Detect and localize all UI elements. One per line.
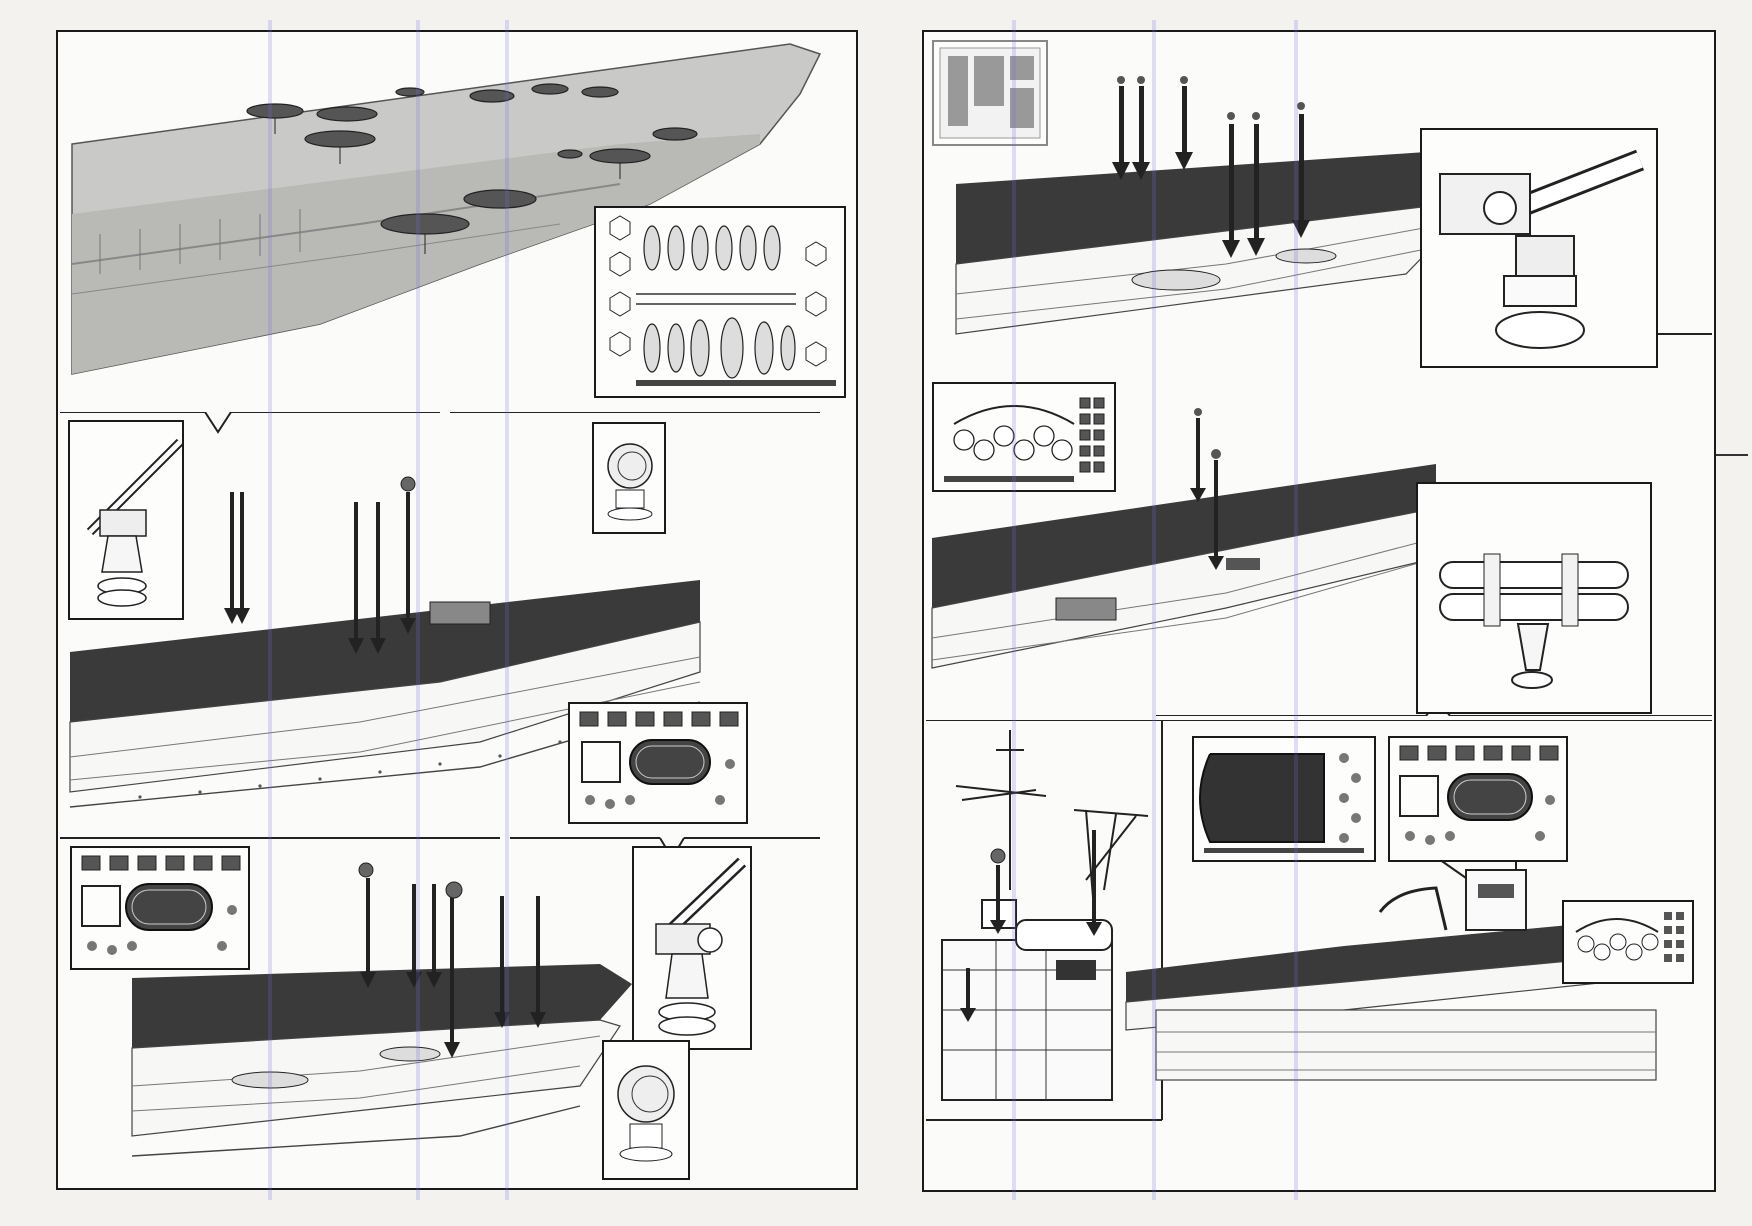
rocket-parts-sprue <box>932 382 1116 492</box>
rocket-launcher-icon <box>1439 553 1629 689</box>
mast-icon <box>955 730 1047 890</box>
lifeboat-icon <box>316 106 378 122</box>
right-page <box>876 0 1752 1226</box>
scan-artifact <box>1152 20 1156 1200</box>
searchlight-icon <box>990 848 1006 864</box>
down-arrow-icon <box>1247 124 1265 256</box>
hexagon-icon <box>609 291 631 317</box>
searchlight-icon <box>607 443 653 521</box>
aa-gun-icon <box>1439 149 1645 349</box>
down-arrow-icon <box>494 896 510 1028</box>
down-arrow-icon <box>1132 86 1150 180</box>
flight-deck <box>1126 916 1666 1002</box>
searchlight-detail <box>592 422 666 534</box>
boats-parts-sprue <box>594 206 846 398</box>
aa-gun-detail <box>68 420 184 620</box>
scan-artifact <box>1012 20 1016 1200</box>
searchlight-icon <box>400 476 416 492</box>
scan-artifact <box>416 20 420 1200</box>
lifeboat-icon <box>531 83 569 95</box>
island-rocket-parts-sprue <box>1562 900 1694 984</box>
down-arrow-icon <box>990 865 1006 934</box>
lifeboat-icon <box>469 89 515 103</box>
island-gun-parts-sprue <box>1388 736 1568 862</box>
panel-boats <box>60 34 854 408</box>
flight-deck <box>932 464 1436 608</box>
hexagon-icon <box>609 331 631 357</box>
left-page <box>56 30 858 1190</box>
hexagon-icon <box>805 291 827 317</box>
down-arrow-icon <box>444 896 460 1058</box>
panel-port-guns <box>60 412 854 832</box>
searchlight-icon <box>617 1065 675 1162</box>
starboard-gun-parts-sprue <box>70 846 250 970</box>
scan-artifact <box>505 20 509 1200</box>
hexagon-icon <box>609 215 631 241</box>
lifeboat-icon <box>463 189 537 209</box>
down-arrow-icon <box>426 884 442 988</box>
down-arrow-icon <box>400 492 416 634</box>
port-gun-parts-sprue <box>568 702 748 824</box>
down-arrow-icon <box>406 884 422 988</box>
panel-rocket-launchers <box>926 378 1712 716</box>
scan-artifact <box>1294 20 1298 1200</box>
down-arrow-icon <box>1086 830 1102 936</box>
deck-parts-sprue <box>1192 736 1376 862</box>
down-arrow-icon <box>960 968 976 1022</box>
page-margin-mark <box>1716 454 1748 456</box>
lifeboat-icon <box>581 86 619 98</box>
scan-artifact <box>268 20 272 1200</box>
down-arrow-icon <box>1112 86 1130 180</box>
down-arrow-icon <box>1175 86 1193 170</box>
aa-gun-large-detail <box>1420 128 1658 368</box>
hexagon-icon <box>805 341 827 367</box>
down-arrow-icon <box>1208 460 1224 570</box>
down-arrow-icon <box>360 878 376 988</box>
lifeboat-icon <box>589 148 651 164</box>
crane-icon <box>1378 886 1448 931</box>
searchlight-icon <box>445 881 463 899</box>
lifeboat-icon <box>246 103 304 119</box>
flight-deck <box>956 152 1461 264</box>
aa-gun-icon <box>655 857 747 1036</box>
down-arrow-icon <box>1190 418 1206 502</box>
down-arrow-icon <box>370 502 386 654</box>
lifeboat-icon <box>557 149 583 159</box>
down-arrow-icon <box>224 492 240 624</box>
decal-sheet-thumbnail <box>932 40 1048 146</box>
aa-gun-detail <box>632 846 752 1050</box>
panel-starboard-guns <box>60 836 854 1184</box>
searchlight-icon <box>358 862 374 878</box>
flight-deck <box>132 964 632 1048</box>
lifeboat-icon <box>395 87 425 97</box>
lifeboat-icon <box>380 213 470 235</box>
hexagon-icon <box>805 241 827 267</box>
panel-island <box>926 720 1712 1186</box>
down-arrow-icon <box>348 502 364 654</box>
lifeboat-icon <box>304 130 376 148</box>
panel-aft-guns <box>926 34 1712 374</box>
down-arrow-icon <box>234 492 250 624</box>
down-arrow-icon <box>530 896 546 1028</box>
down-arrow-icon <box>1292 114 1310 238</box>
flight-deck <box>70 580 700 722</box>
down-arrow-icon <box>1222 124 1240 258</box>
searchlight-detail <box>602 1040 690 1180</box>
aa-gun-icon <box>86 438 182 607</box>
rocket-launcher-detail <box>1416 482 1652 714</box>
lifeboat-icon <box>652 127 698 141</box>
crane-icon <box>1073 809 1149 911</box>
hexagon-icon <box>609 251 631 277</box>
boats-ship-view <box>71 43 822 375</box>
